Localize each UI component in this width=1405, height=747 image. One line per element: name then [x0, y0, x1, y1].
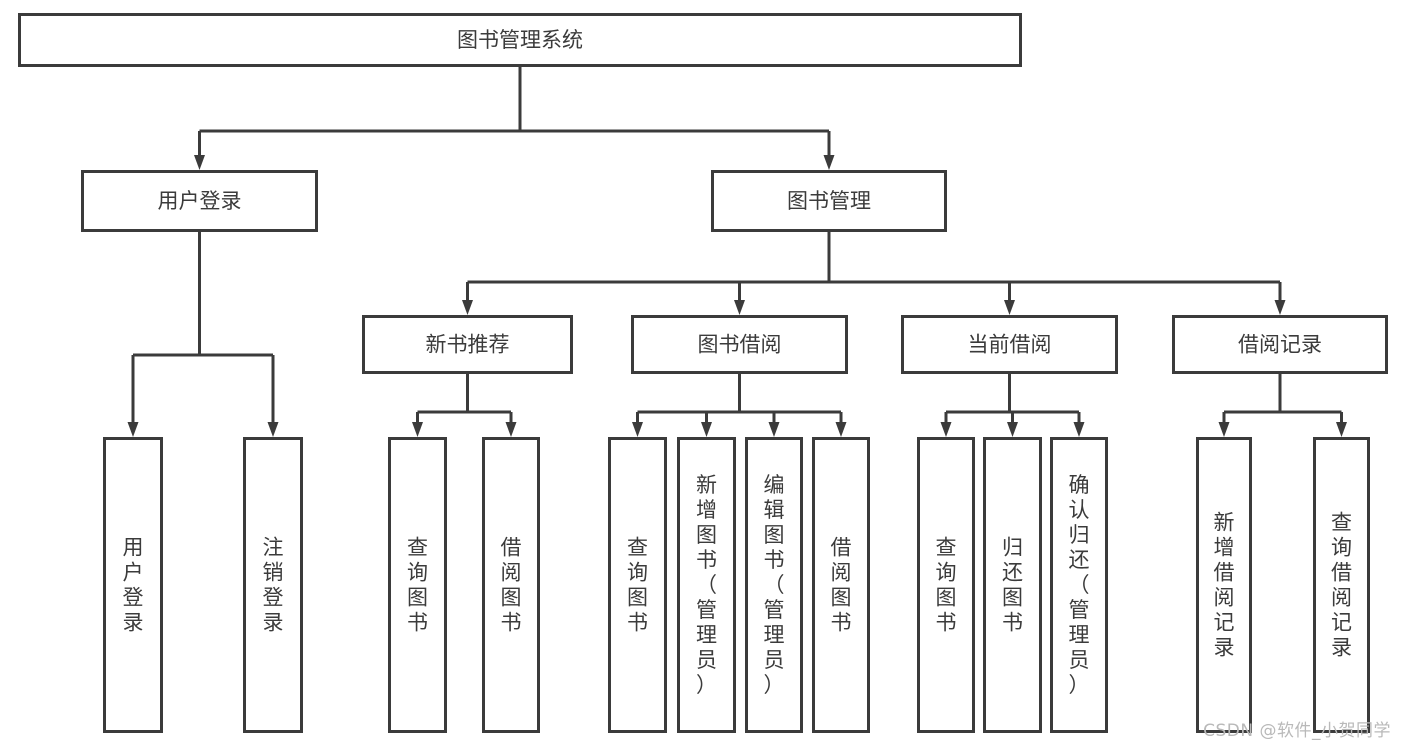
edges-layer: [127, 67, 1347, 437]
node-label: 查询图书: [936, 536, 957, 635]
node-current-borrow[interactable]: 当前借阅: [901, 315, 1118, 374]
node-label: 借阅图书: [831, 536, 852, 635]
node-label: 编辑图书（管理员）: [764, 473, 785, 697]
node-label: 当前借阅: [968, 333, 1052, 357]
node-label: 新增图书（管理员）: [696, 473, 717, 697]
node-leaf-query-record[interactable]: 查询借阅记录: [1313, 437, 1370, 733]
node-leaf-add-record[interactable]: 新增借阅记录: [1196, 437, 1252, 733]
node-leaf-query-book-3[interactable]: 查询图书: [917, 437, 975, 733]
node-leaf-borrow-book-1[interactable]: 借阅图书: [482, 437, 540, 733]
node-label: 用户登录: [158, 189, 242, 213]
node-label: 查询图书: [407, 536, 428, 635]
node-label: 查询借阅记录: [1331, 511, 1352, 660]
node-leaf-user-login[interactable]: 用户登录: [103, 437, 163, 733]
node-user-login[interactable]: 用户登录: [81, 170, 318, 232]
node-label: 新增借阅记录: [1214, 511, 1235, 660]
node-leaf-borrow-book-2[interactable]: 借阅图书: [812, 437, 870, 733]
node-leaf-add-book[interactable]: 新增图书（管理员）: [677, 437, 736, 733]
node-root[interactable]: 图书管理系统: [18, 13, 1022, 67]
node-label: 归还图书: [1002, 536, 1023, 635]
node-label: 借阅图书: [501, 536, 522, 635]
node-leaf-edit-book[interactable]: 编辑图书（管理员）: [745, 437, 803, 733]
node-new-book-recommend[interactable]: 新书推荐: [362, 315, 573, 374]
nodes-layer: 图书管理系统用户登录图书管理新书推荐图书借阅当前借阅借阅记录用户登录注销登录查询…: [18, 13, 1388, 733]
node-label: 用户登录: [123, 536, 144, 635]
node-label: 查询图书: [627, 536, 648, 635]
node-leaf-confirm-return[interactable]: 确认归还（管理员）: [1050, 437, 1108, 733]
node-label: 图书借阅: [698, 333, 782, 357]
node-leaf-logout[interactable]: 注销登录: [243, 437, 303, 733]
node-book-borrow[interactable]: 图书借阅: [631, 315, 848, 374]
node-borrow-record[interactable]: 借阅记录: [1172, 315, 1388, 374]
node-label: 注销登录: [263, 536, 284, 635]
node-label: 图书管理: [787, 189, 871, 213]
node-leaf-query-book-2[interactable]: 查询图书: [608, 437, 667, 733]
node-leaf-return-book[interactable]: 归还图书: [983, 437, 1042, 733]
node-label: 借阅记录: [1238, 333, 1322, 357]
node-label: 图书管理系统: [457, 28, 583, 52]
node-book-manage[interactable]: 图书管理: [711, 170, 947, 232]
node-leaf-query-book-1[interactable]: 查询图书: [388, 437, 447, 733]
node-label: 确认归还（管理员）: [1069, 473, 1090, 697]
node-label: 新书推荐: [426, 333, 510, 357]
